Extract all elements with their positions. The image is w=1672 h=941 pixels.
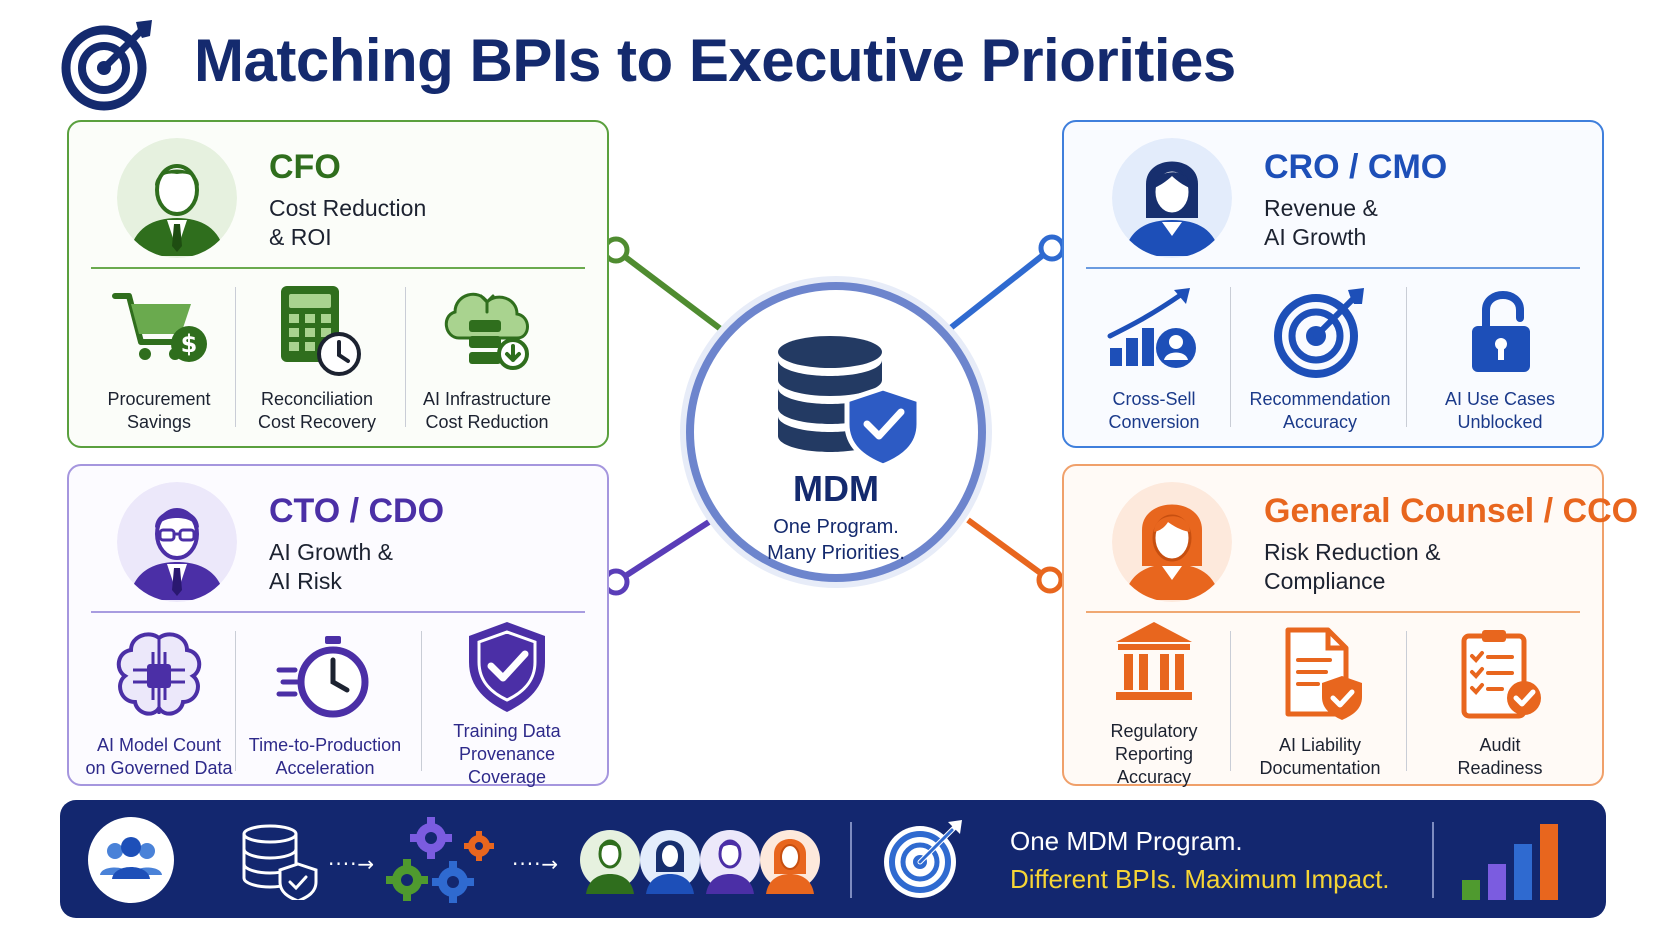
metric-divider bbox=[235, 287, 236, 427]
hub-subtitle: One Program. Many Priorities. bbox=[694, 514, 978, 566]
metric-label: AI Model Count on Governed Data bbox=[85, 735, 233, 778]
metric-label: AI Use Cases Unblocked bbox=[1444, 389, 1556, 432]
metric-label: Reconciliation Cost Recovery bbox=[257, 389, 377, 432]
people-group-icon bbox=[88, 817, 174, 903]
metric-label: Cross-Sell Conversion bbox=[1108, 389, 1200, 432]
executive-avatars-icon bbox=[580, 830, 820, 894]
unlocked-padlock-icon bbox=[1472, 291, 1530, 372]
cfo-role: CFO bbox=[269, 148, 341, 186]
calculator-clock-icon bbox=[281, 286, 361, 376]
cloud-server-icon bbox=[444, 292, 529, 370]
gc-divider bbox=[1086, 611, 1580, 613]
flow-arrow: ····→ bbox=[512, 852, 560, 876]
target-icon bbox=[884, 820, 962, 898]
shopping-cart-dollar-icon: $ bbox=[112, 293, 207, 362]
gc-role: General Counsel / CCO bbox=[1264, 492, 1639, 530]
bar-chart-icon bbox=[1462, 824, 1558, 900]
hub-subtitle-line1: One Program. bbox=[773, 516, 899, 538]
cfo-divider bbox=[91, 267, 585, 269]
page-title: Matching BPIs to Executive Priorities bbox=[194, 27, 1236, 94]
metric-ai-infrastructure-cost-reduction: AI Infrastructure Cost Reduction bbox=[397, 282, 577, 442]
gc-subtitle: Risk Reduction & Compliance bbox=[1264, 539, 1441, 594]
metric-divider bbox=[1230, 287, 1231, 427]
brain-chip-icon bbox=[116, 632, 202, 716]
hub-subtitle-line2: Many Priorities. bbox=[767, 542, 905, 564]
cro-role: CRO / CMO bbox=[1264, 148, 1448, 186]
metric-audit-readiness: Audit Readiness bbox=[1410, 626, 1590, 786]
metric-divider bbox=[1406, 631, 1407, 771]
metric-divider bbox=[405, 287, 406, 427]
metric-ai-liability-documentation: AI Liability Documentation bbox=[1230, 626, 1410, 786]
metric-ai-use-cases-unblocked: AI Use Cases Unblocked bbox=[1410, 282, 1590, 442]
gears-icon bbox=[386, 817, 494, 903]
metric-label: Procurement Savings bbox=[107, 389, 211, 432]
mdm-hub: MDM One Program. Many Priorities. bbox=[686, 282, 986, 582]
banner-divider bbox=[850, 822, 852, 898]
banner-line2: Different BPIs. Maximum Impact. bbox=[1010, 864, 1390, 894]
cfo-avatar bbox=[117, 138, 237, 258]
metric-time-to-production: Time-to-Production Acceleration bbox=[235, 626, 415, 786]
clipboard-checklist-icon bbox=[1461, 630, 1541, 719]
target-arrow-icon bbox=[61, 20, 152, 111]
cfo-connector bbox=[614, 247, 724, 333]
metric-label: AI Liability Documentation bbox=[1259, 735, 1381, 778]
metric-procurement-savings: $ Procurement Savings bbox=[69, 282, 249, 442]
banner-line1: One MDM Program. bbox=[1010, 826, 1243, 856]
target-icon bbox=[1274, 288, 1364, 378]
cfo-subtitle: Cost Reduction & ROI bbox=[269, 195, 427, 250]
document-shield-icon bbox=[1285, 627, 1362, 720]
metric-recommendation-accuracy: Recommendation Accuracy bbox=[1230, 282, 1410, 442]
metric-divider bbox=[421, 631, 422, 771]
cro-divider bbox=[1086, 267, 1580, 269]
metric-cross-sell-conversion: Cross-Sell Conversion bbox=[1064, 282, 1244, 442]
metric-training-data-provenance: Training Data Provenance Coverage bbox=[417, 616, 597, 787]
cto-avatar bbox=[117, 482, 237, 602]
metric-label: Audit Readiness bbox=[1457, 735, 1543, 778]
metric-label: Training Data Provenance Coverage bbox=[453, 721, 561, 787]
summary-banner: ····→ ····→ bbox=[60, 800, 1606, 918]
flow-arrow: ····→ bbox=[328, 852, 376, 876]
metric-divider bbox=[1230, 631, 1231, 771]
svg-text:$: $ bbox=[181, 330, 198, 358]
stopwatch-icon bbox=[276, 636, 369, 718]
growth-chart-icon bbox=[1107, 288, 1196, 368]
gc-connector-node bbox=[1036, 566, 1064, 594]
cro-connector-node bbox=[1038, 234, 1066, 262]
database-shield-icon bbox=[242, 824, 318, 900]
gc-avatar bbox=[1112, 482, 1232, 602]
banner-divider bbox=[1432, 822, 1434, 898]
metric-regulatory-reporting-accuracy: Regulatory Reporting Accuracy bbox=[1064, 616, 1244, 787]
metric-label: Regulatory Reporting Accuracy bbox=[1110, 721, 1198, 787]
gc-connector bbox=[966, 517, 1052, 583]
metric-label: AI Infrastructure Cost Reduction bbox=[422, 389, 552, 432]
gc-card: General Counsel / CCO Risk Reduction & C… bbox=[1062, 464, 1638, 787]
cfo-card: CFO Cost Reduction & ROI $ Procurement S… bbox=[67, 120, 609, 448]
database-shield-icon bbox=[778, 336, 922, 469]
metric-reconciliation-cost-recovery: Reconciliation Cost Recovery bbox=[227, 282, 407, 442]
cro-card: CRO / CMO Revenue & AI Growth Cross-Sell… bbox=[1062, 120, 1604, 448]
metric-ai-model-count: AI Model Count on Governed Data bbox=[69, 626, 249, 786]
metric-label: Time-to-Production Acceleration bbox=[248, 735, 402, 778]
cro-avatar bbox=[1112, 138, 1232, 258]
cto-card: CTO / CDO AI Growth & AI Risk AI Model C… bbox=[67, 464, 609, 787]
cto-subtitle: AI Growth & AI Risk bbox=[269, 539, 393, 594]
cto-divider bbox=[91, 611, 585, 613]
cro-subtitle: Revenue & AI Growth bbox=[1264, 195, 1378, 250]
cto-role: CTO / CDO bbox=[269, 492, 445, 530]
metric-divider bbox=[1406, 287, 1407, 427]
cro-connector bbox=[946, 245, 1054, 333]
hub-title: MDM bbox=[793, 468, 879, 509]
government-building-icon bbox=[1116, 622, 1192, 700]
metric-divider bbox=[235, 631, 236, 771]
metric-label: Recommendation Accuracy bbox=[1249, 389, 1391, 432]
shield-check-icon bbox=[469, 622, 545, 712]
